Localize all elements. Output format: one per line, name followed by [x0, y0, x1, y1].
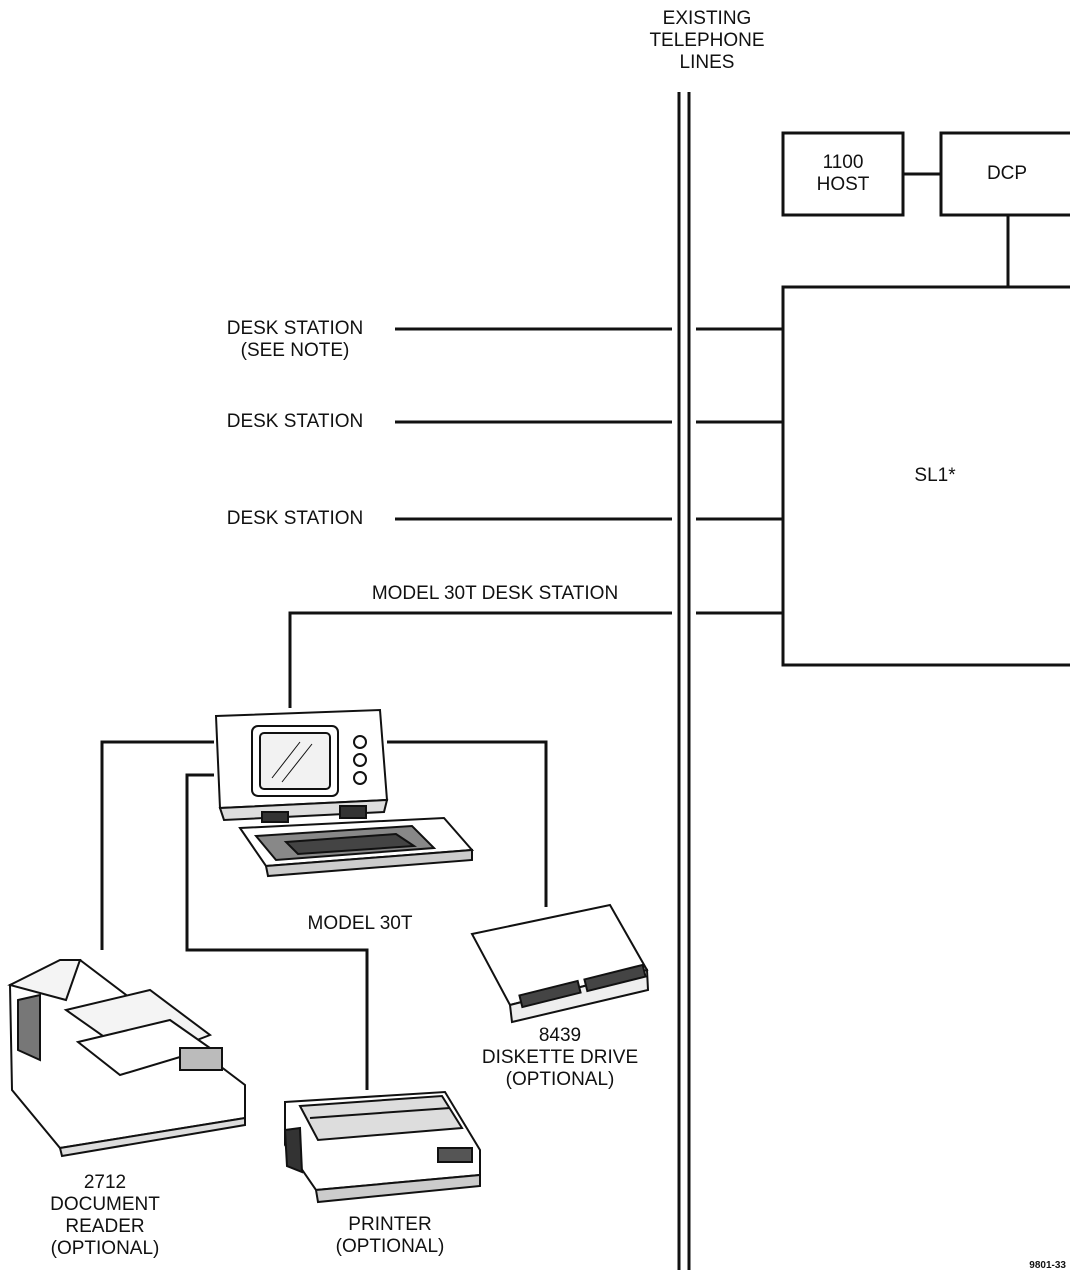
document-reader-cable: [100, 740, 214, 950]
model-30t-station-line: [288, 611, 672, 708]
telephone-lines-label-line: LINES: [679, 52, 735, 73]
printer-label-line: (OPTIONAL): [335, 1236, 445, 1257]
model-30t-station-label: MODEL 30T DESK STATION: [371, 583, 619, 604]
printer-label-line: PRINTER: [348, 1214, 432, 1235]
diskette-drive-label: 8439 DISKETTE DRIVE (OPTIONAL): [470, 1025, 650, 1091]
diskette-drive-label-line: (OPTIONAL): [505, 1069, 615, 1090]
telephone-lines-label-line: EXISTING: [662, 8, 752, 29]
document-reader-label-line: DOCUMENT: [50, 1194, 160, 1215]
diskette-cable: [387, 740, 548, 907]
sl1-box: [781, 285, 1070, 667]
document-reader-label-line: (OPTIONAL): [50, 1238, 160, 1259]
telephone-lines-label-line: TELEPHONE: [649, 30, 765, 51]
printer-cable: [185, 773, 369, 1090]
document-reader-label-line: 2712: [83, 1172, 127, 1193]
diskette-drive-label-line: 8439: [538, 1025, 582, 1046]
sl1-label: SL1*: [914, 465, 956, 486]
document-reader-label-line: READER: [65, 1216, 145, 1237]
host-label-line: HOST: [816, 174, 870, 195]
diskette-drive-label-line: DISKETTE DRIVE: [481, 1047, 639, 1068]
desk-station-3-label: DESK STATION: [226, 508, 364, 529]
desk-station-label-line: DESK STATION: [226, 318, 364, 339]
printer-icon: [283, 1090, 481, 1204]
diskette-drive-icon: [470, 903, 650, 1024]
dcp-label: DCP: [986, 163, 1028, 184]
figure-id: 9801-33: [1029, 1260, 1066, 1271]
desk-station-2-label: DESK STATION: [226, 411, 364, 432]
host-label-line: 1100: [822, 152, 864, 173]
printer-label: PRINTER (OPTIONAL): [320, 1214, 460, 1258]
desk-station-1-label: DESK STATION (SEE NOTE): [200, 318, 390, 362]
document-reader-icon: [7, 958, 246, 1158]
host-label: 1100 HOST: [783, 152, 903, 196]
document-reader-label: 2712 DOCUMENT READER (OPTIONAL): [30, 1172, 180, 1260]
desk-station-label-line: (SEE NOTE): [240, 340, 350, 361]
model-30t-terminal-icon: [214, 708, 475, 878]
telephone-lines-label: EXISTING TELEPHONE LINES: [627, 8, 787, 74]
model-30t-label: MODEL 30T: [307, 913, 413, 934]
